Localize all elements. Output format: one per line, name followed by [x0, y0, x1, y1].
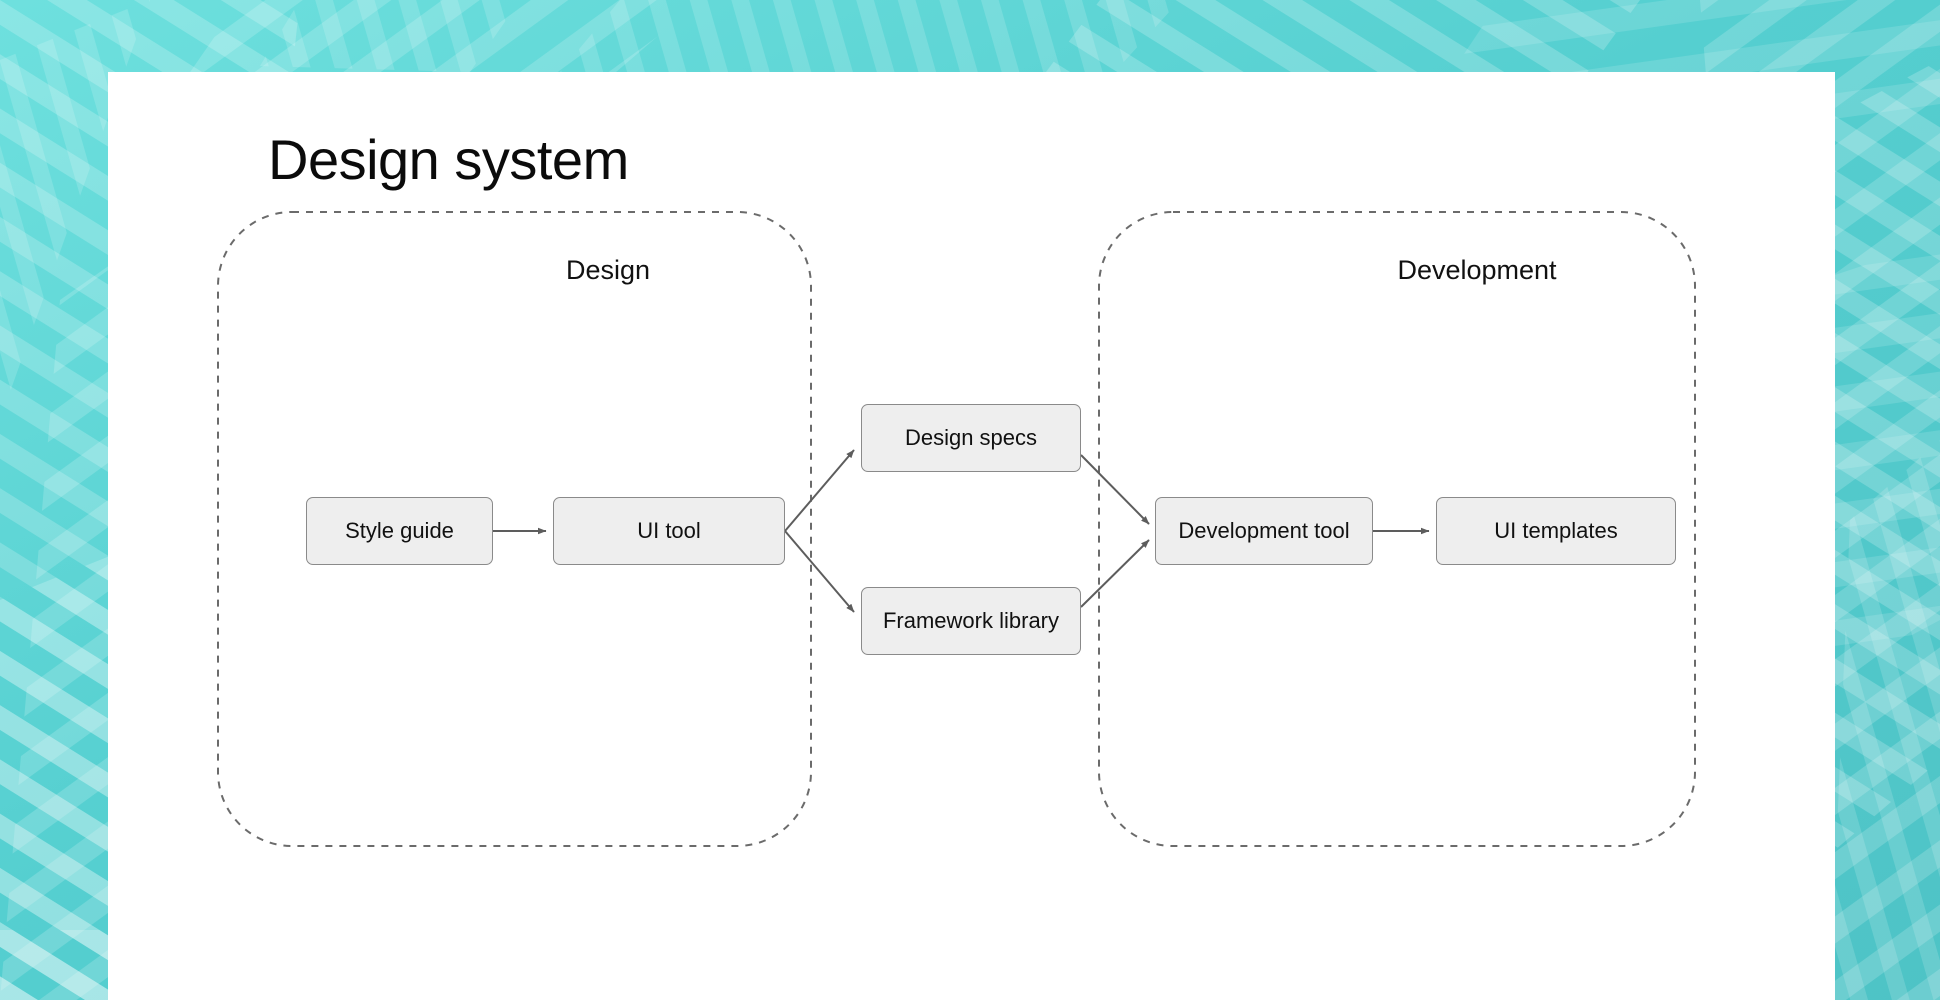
- edge-design-specs-to-development-tool: [1080, 454, 1150, 525]
- group-label-development: Development: [1397, 255, 1557, 285]
- edge-ui-tool-to-design-specs: [784, 449, 855, 532]
- slide-card: Design system Design Development Style g…: [108, 72, 1835, 1000]
- node-framework-library[interactable]: Framework library: [861, 587, 1081, 655]
- node-ui-templates[interactable]: UI templates: [1436, 497, 1676, 565]
- node-design-specs[interactable]: Design specs: [861, 404, 1081, 472]
- page-title: Design system: [268, 128, 629, 191]
- node-ui-tool[interactable]: UI tool: [553, 497, 785, 565]
- node-development-tool[interactable]: Development tool: [1155, 497, 1373, 565]
- node-style-guide[interactable]: Style guide: [306, 497, 493, 565]
- design-system-diagram: [217, 211, 1696, 847]
- group-container-design: [217, 211, 812, 847]
- group-container-development: [1098, 211, 1696, 847]
- edge-framework-library-to-development-tool: [1080, 539, 1150, 608]
- edge-ui-tool-to-framework-library: [784, 530, 855, 613]
- group-label-design: Design: [565, 255, 651, 285]
